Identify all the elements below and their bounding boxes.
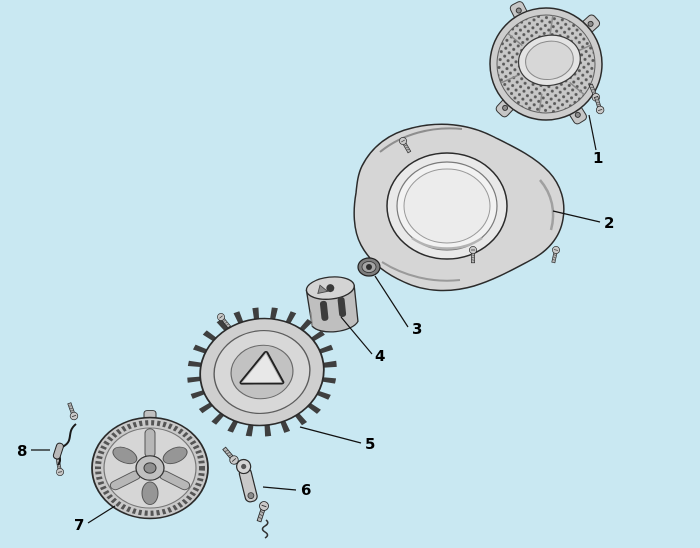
- bolt-spring-icon: [261, 519, 269, 539]
- leader-line-4: [340, 316, 373, 355]
- callout-label-6: 6: [301, 481, 311, 499]
- part-1-starter-cover: [489, 1, 606, 125]
- part-7-recoil-pulley: [91, 410, 209, 520]
- leader-line-1: [588, 114, 597, 151]
- callout-label-5: 5: [365, 435, 375, 453]
- leader-line-6: [262, 486, 297, 491]
- leader-line-3: [374, 275, 409, 328]
- leader-line-5: [299, 426, 362, 444]
- callout-label-2: 2: [604, 214, 614, 232]
- part-3-nut: [357, 257, 381, 277]
- callout-label-3: 3: [412, 320, 422, 338]
- part-4-starter-cup: [305, 276, 359, 333]
- leader-lines: [31, 114, 601, 524]
- leader-line-7: [87, 505, 116, 524]
- part-5-flywheel: [187, 307, 337, 437]
- callout-label-1: 1: [593, 149, 603, 167]
- leader-line-2: [552, 210, 601, 223]
- callout-labels: 1 2 3 4 5 6 7 8: [17, 149, 614, 534]
- part-8-spring-clip: [52, 401, 80, 477]
- part-2-fan-housing: [353, 123, 565, 292]
- part-6-pawl-bracket: [220, 445, 271, 539]
- callout-label-8: 8: [17, 442, 27, 460]
- callout-label-7: 7: [74, 516, 84, 534]
- callout-label-4: 4: [375, 347, 385, 365]
